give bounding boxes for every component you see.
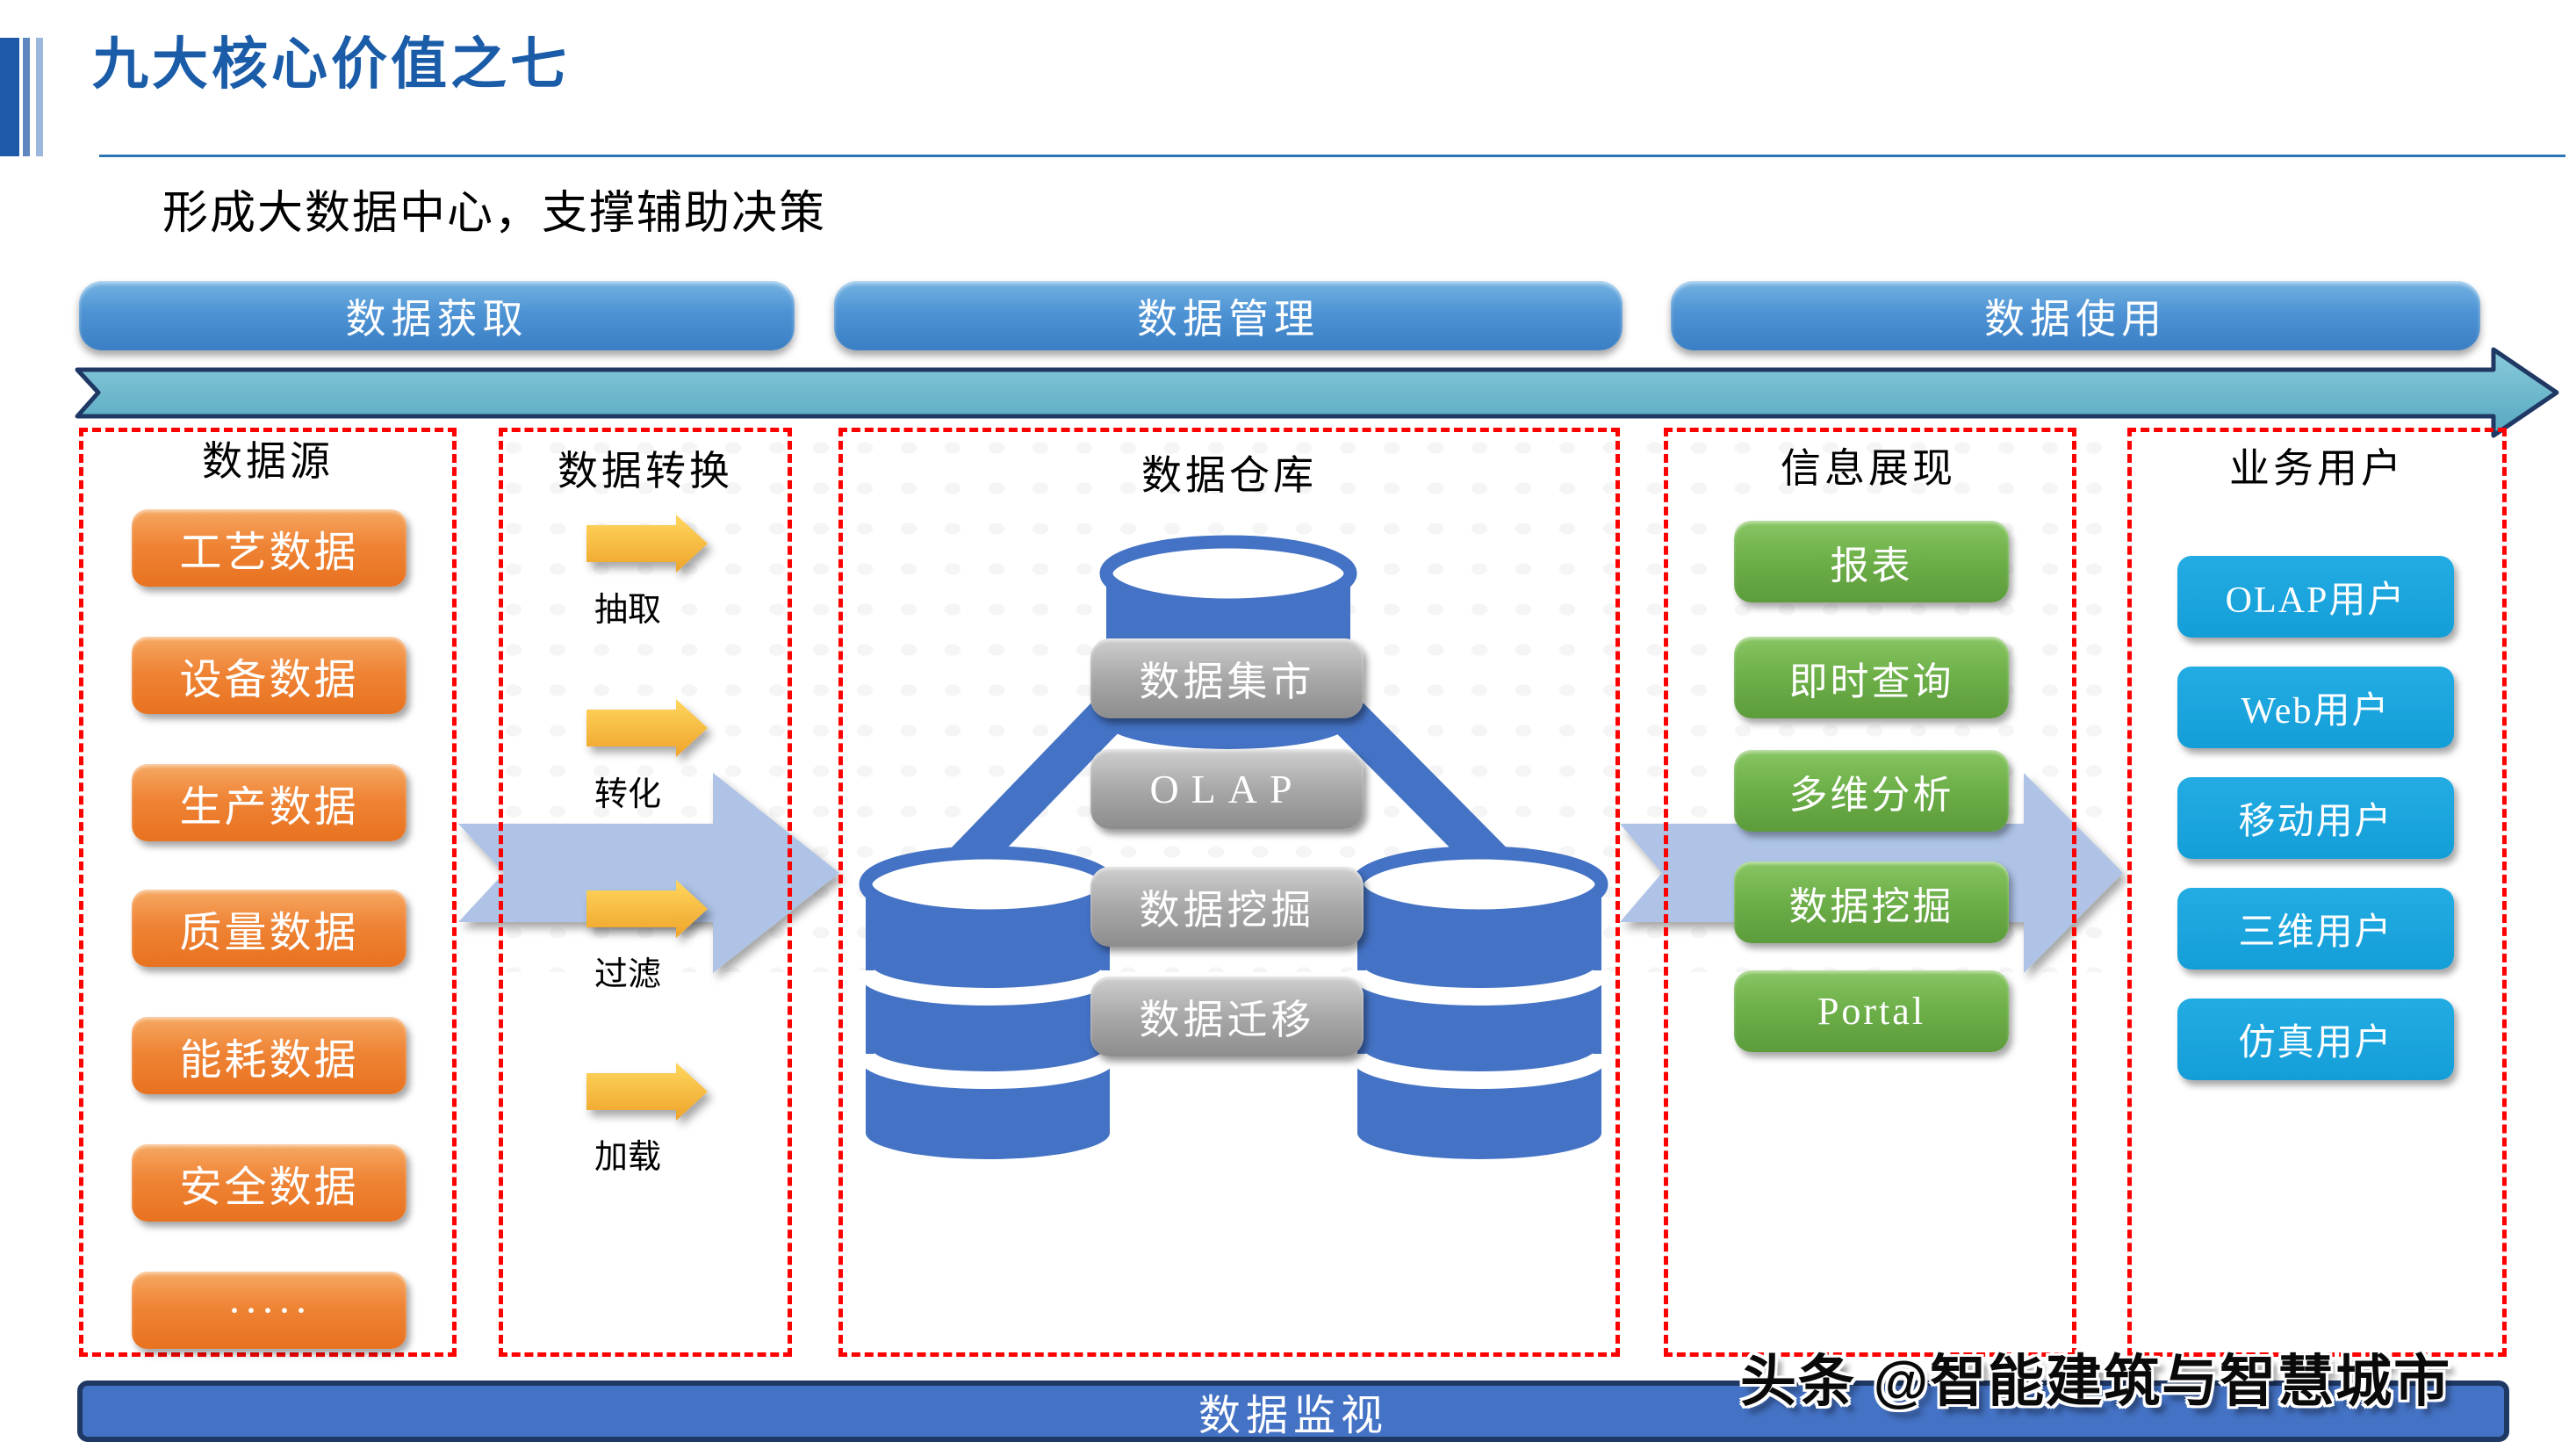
accent-bar-light xyxy=(36,38,43,156)
source-item-quality: 质量数据 xyxy=(132,890,407,967)
warehouse-item-olap: OLAP xyxy=(1090,749,1364,829)
etl-load-arrow-icon xyxy=(586,1063,708,1121)
accent-bar-medium xyxy=(23,38,30,156)
etl-extract-arrow-icon xyxy=(586,515,708,573)
user-item-3d: 三维用户 xyxy=(2177,888,2454,970)
data-monitoring-label: 数据监视 xyxy=(1198,1393,1388,1439)
etl-filter-arrow-icon xyxy=(586,880,708,938)
source-item-process: 工艺数据 xyxy=(132,509,407,587)
source-item-device: 设备数据 xyxy=(132,637,407,714)
presentation-item-multidim: 多维分析 xyxy=(1734,750,2009,832)
box-business-users xyxy=(2127,428,2507,1357)
flow-arrow-left-icon xyxy=(458,773,839,973)
box-data-transform xyxy=(499,428,792,1357)
user-item-web: Web用户 xyxy=(2177,667,2454,748)
phase-header-usage: 数据使用 xyxy=(1671,281,2480,350)
etl-label-load: 加载 xyxy=(594,1139,661,1176)
warehouse-item-mining: 数据挖掘 xyxy=(1090,867,1364,947)
box-data-source xyxy=(79,428,457,1357)
presentation-item-report: 报表 xyxy=(1734,521,2009,602)
source-item-safety: 安全数据 xyxy=(132,1144,407,1222)
column-title-warehouse: 数据仓库 xyxy=(1141,453,1317,498)
phase-header-management: 数据管理 xyxy=(834,281,1623,350)
user-item-mobile: 移动用户 xyxy=(2177,777,2454,859)
user-item-olap: OLAP用户 xyxy=(2177,556,2454,638)
phase-header-acquisition: 数据获取 xyxy=(79,281,795,350)
warehouse-item-datamart: 数据集市 xyxy=(1090,638,1364,718)
source-item-energy: 能耗数据 xyxy=(132,1017,407,1094)
title-underline xyxy=(99,155,2565,157)
timeline-arrow-band xyxy=(75,347,2559,438)
etl-label-extract: 抽取 xyxy=(594,592,661,629)
user-item-simulation: 仿真用户 xyxy=(2177,998,2454,1080)
etl-convert-arrow-icon xyxy=(586,699,708,757)
subtitle: 形成大数据中心，支撑辅助决策 xyxy=(162,189,827,239)
presentation-item-query: 即时查询 xyxy=(1734,637,2009,718)
source-item-production: 生产数据 xyxy=(132,764,407,841)
box-info-presentation xyxy=(1664,428,2076,1357)
database-cylinder-left-icon xyxy=(857,846,1119,1159)
page-title: 九大核心价值之七 xyxy=(92,32,570,96)
column-title-source: 数据源 xyxy=(202,439,334,484)
box-data-warehouse xyxy=(838,428,1620,1357)
presentation-item-mining: 数据挖掘 xyxy=(1734,861,2009,943)
column-title-transform: 数据转换 xyxy=(558,449,733,494)
column-title-presentation: 信息展现 xyxy=(1781,446,1956,491)
column-title-users: 业务用户 xyxy=(2229,446,2405,491)
accent-bar-dark xyxy=(0,38,19,156)
warehouse-item-migration: 数据迁移 xyxy=(1090,977,1364,1056)
database-cylinder-right-icon xyxy=(1349,846,1610,1159)
source-item-more: ····· xyxy=(132,1272,407,1349)
watermark: 头条 @智能建筑与智慧城市 xyxy=(1740,1350,2452,1413)
etl-label-filter: 过滤 xyxy=(594,956,661,993)
etl-label-convert: 转化 xyxy=(594,776,661,813)
data-monitoring-bar: 数据监视 xyxy=(77,1381,2509,1442)
presentation-item-portal: Portal xyxy=(1734,970,2009,1052)
